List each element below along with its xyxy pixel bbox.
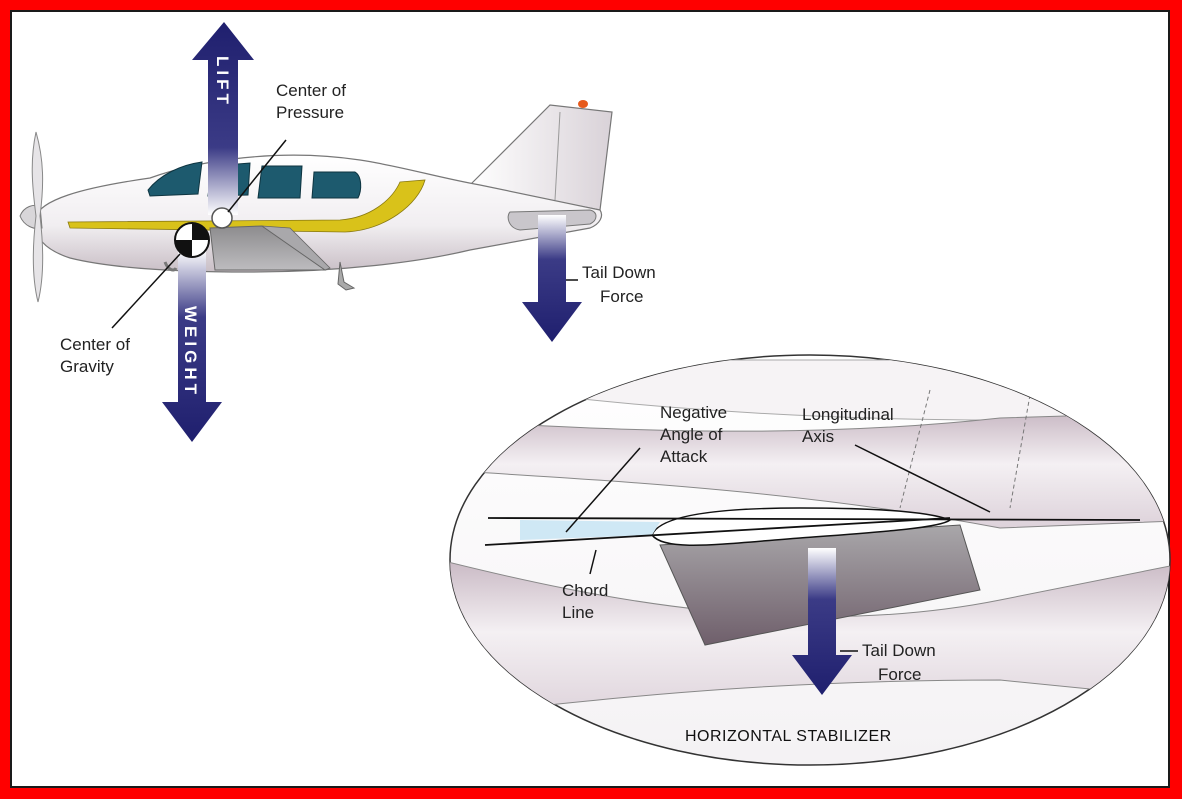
side-window-3: [311, 171, 362, 199]
detail-tail-down-force-label: Tail Down Force: [862, 641, 940, 684]
center-of-gravity-label: Center of Gravity: [60, 335, 135, 376]
angle-of-attack-shading: [520, 520, 660, 540]
center-of-gravity-leader: [111, 253, 181, 329]
center-of-gravity-icon: [174, 222, 210, 258]
propeller: [31, 131, 44, 303]
airplane: [19, 100, 613, 303]
tail-down-force-arrow: [522, 215, 582, 342]
negative-angle-leader: [565, 447, 641, 533]
nose-gear: [163, 261, 178, 272]
longitudinal-axis-label: Longitudinal Axis: [802, 405, 898, 446]
main-gear: [337, 261, 356, 291]
detail-tail-down-force-arrow: [792, 548, 852, 695]
tail-down-force-label: Tail Down Force: [582, 263, 660, 306]
side-window-2: [257, 165, 303, 199]
longitudinal-axis-leader: [854, 444, 991, 513]
beacon-light: [578, 100, 588, 108]
longitudinal-axis-line: [487, 517, 1141, 521]
stabilizer-detail: Negative Angle of Attack Longitudinal Ax…: [449, 354, 1171, 766]
weight-label: WEIGHT: [181, 306, 200, 398]
center-of-pressure-leader: [227, 139, 287, 213]
chord-line-leader: [589, 549, 597, 575]
chord-line: [484, 517, 951, 546]
fuselage-stripe: [67, 179, 426, 233]
lift-label: LIFT: [213, 56, 232, 108]
chord-line-label: Chord Line: [562, 581, 613, 622]
weight-arrow: WEIGHT: [162, 250, 222, 442]
fuselage-band: [450, 411, 1170, 529]
negative-angle-label: Negative Angle of Attack: [660, 403, 732, 466]
detail-title: HORIZONTAL STABILIZER: [685, 728, 892, 745]
windshield: [147, 161, 203, 197]
lift-arrow: LIFT: [192, 22, 254, 215]
center-of-pressure-label: Center of Pressure: [276, 81, 351, 122]
center-of-pressure-point: [211, 207, 233, 229]
